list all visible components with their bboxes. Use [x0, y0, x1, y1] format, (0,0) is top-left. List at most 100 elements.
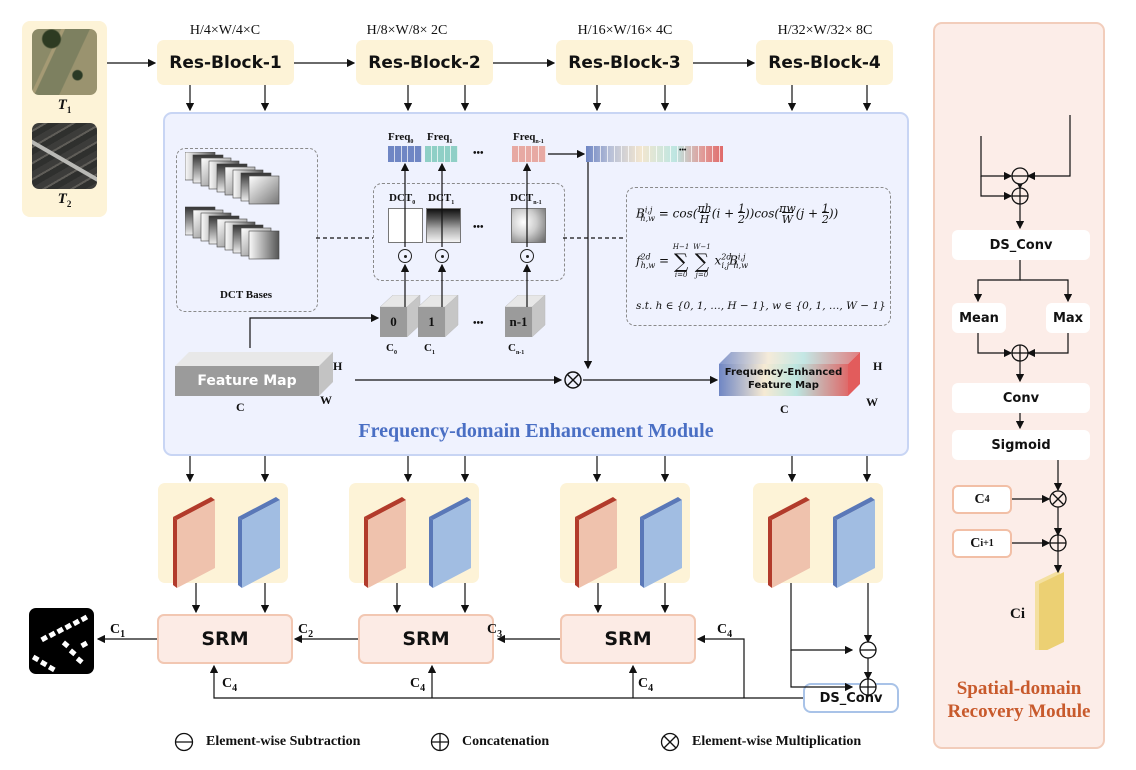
dct-filters-group — [373, 183, 565, 281]
dct-0-base: DCT — [389, 192, 413, 204]
srm-block-3: SRM — [560, 614, 696, 664]
enhanced-map-line1: Frequency-Enhanced — [724, 367, 843, 378]
connector-arrow — [249, 313, 380, 348]
freq-cell — [451, 146, 458, 162]
connector-arrow — [977, 333, 1013, 358]
c3-sub: 3 — [497, 628, 503, 640]
dct-ellipsis: ••• — [473, 222, 484, 233]
freq-1-vector — [425, 146, 458, 162]
srm-max: Max — [1046, 303, 1090, 333]
c1-output-label: C1 — [110, 622, 125, 640]
c4-sub: 4 — [648, 682, 654, 694]
srm-conv: Conv — [952, 383, 1090, 413]
legend-concatenation-label: Concatenation — [462, 734, 550, 749]
srm-title: Spatial-domain Recovery Module — [933, 677, 1105, 723]
channel-cube-0-front: 0 — [380, 307, 407, 337]
cn-1-base: C — [508, 342, 516, 354]
connector-arrow — [696, 634, 745, 698]
c4-base: C — [638, 676, 649, 691]
multiplication-icon — [660, 732, 680, 752]
connector-arrow — [790, 650, 854, 692]
t2-label-text: T — [57, 191, 67, 207]
ci-output-slab — [1035, 570, 1064, 650]
multiplication-icon — [564, 371, 582, 389]
c4-base: C — [222, 676, 233, 691]
res-block-2: Res-Block-2 — [356, 40, 493, 85]
ci1-sub: i+1 — [980, 538, 994, 549]
dct-transform-formula: f2dh,w = H−1∑i=0 W−1∑j=0 x2di,jBi,jh,w — [636, 243, 749, 279]
t2-feature-slab — [640, 497, 682, 588]
frequency-weights-vector — [586, 146, 723, 162]
dct-1-base: DCT — [428, 192, 452, 204]
t1-feature-slab — [173, 497, 215, 588]
feature-map-h: H — [333, 359, 343, 373]
enhanced-feature-map-cube — [719, 352, 860, 396]
channel-cube-1 — [417, 295, 459, 338]
subtraction-icon — [174, 732, 194, 752]
srm-sigmoid: Sigmoid — [952, 430, 1090, 460]
legend-subtraction: Element-wise Subtraction — [174, 732, 360, 752]
channel-cube-0 — [380, 295, 421, 338]
c4-sub: 4 — [984, 494, 990, 505]
concatenation-icon — [1011, 344, 1029, 362]
connector-arrow — [980, 176, 1013, 201]
dct-1-label: DCT1 — [428, 192, 454, 206]
subtraction-icon — [859, 641, 877, 659]
res-block-1: Res-Block-1 — [157, 40, 294, 85]
feature-map-cube — [175, 352, 333, 396]
freq-0-sub: 0 — [410, 139, 414, 146]
dct-1-basis-image — [426, 208, 461, 243]
t1-feature-slab — [364, 497, 406, 588]
c0-label: C0 — [386, 342, 397, 356]
c2-sub: 2 — [308, 628, 314, 640]
c4-sub: 4 — [727, 628, 733, 640]
dct-n-1-sub: n-1 — [533, 200, 542, 207]
concatenation-icon — [1049, 534, 1067, 552]
dct-0-label: DCT0 — [389, 192, 415, 206]
channel-cube-n-1-front: n-1 — [505, 307, 532, 337]
concatenation-icon — [430, 732, 450, 752]
freq-cell — [518, 146, 526, 162]
enhanced-map-line2: Feature Map — [748, 380, 819, 391]
t1-feature-slab — [768, 497, 810, 588]
c0-base: C — [386, 342, 394, 354]
srm-mean: Mean — [952, 303, 1006, 333]
res-block-3: Res-Block-3 — [556, 40, 693, 85]
res-block-2-dims: H/8×W/8× 2C — [366, 23, 448, 38]
freq-n-1-base: Freq — [513, 131, 536, 143]
freq-cell — [408, 146, 416, 162]
freq-cell — [539, 146, 546, 162]
srm-block-1: SRM — [157, 614, 293, 664]
freq-n-1-sub: n-1 — [535, 139, 544, 146]
enhanced-map-w: W — [866, 395, 878, 409]
frequency-enhancement-module — [163, 112, 909, 456]
ci1-base: C — [970, 535, 981, 551]
t2-label: T2 — [22, 191, 107, 209]
freq-n-1-label: Freqn-1 — [513, 131, 544, 145]
dct-formula-box — [626, 187, 891, 326]
feature-map-w: W — [320, 393, 332, 407]
freq-cell — [512, 146, 519, 162]
dct-basis-tile — [248, 175, 280, 205]
legend-multiplication: Element-wise Multiplication — [660, 732, 861, 752]
freq-1-base: Freq — [427, 131, 450, 143]
satellite-image-t2 — [32, 123, 97, 189]
connector-arrow — [980, 136, 1013, 181]
freq-1-label: Freq1 — [427, 131, 452, 145]
ci-label: Ci — [1010, 606, 1025, 622]
subtraction-icon — [1011, 167, 1029, 185]
c4-label-srm3: C4 — [638, 676, 653, 694]
cn-1-sub: n-1 — [515, 350, 525, 357]
connector-arrow — [209, 664, 803, 699]
c4-sub: 4 — [420, 682, 426, 694]
c1-base: C — [424, 342, 432, 354]
dct-constraint-formula: s.t. h ∈ {0, 1, …, H − 1}, w ∈ {0, 1, …,… — [636, 300, 886, 312]
legend-subtraction-label: Element-wise Subtraction — [206, 734, 361, 749]
t2-feature-slab — [833, 497, 875, 588]
srm-title-line1: Spatial-domain — [956, 678, 1082, 699]
t1-label-sub: 1 — [66, 105, 72, 115]
t1-label-text: T — [57, 97, 67, 113]
